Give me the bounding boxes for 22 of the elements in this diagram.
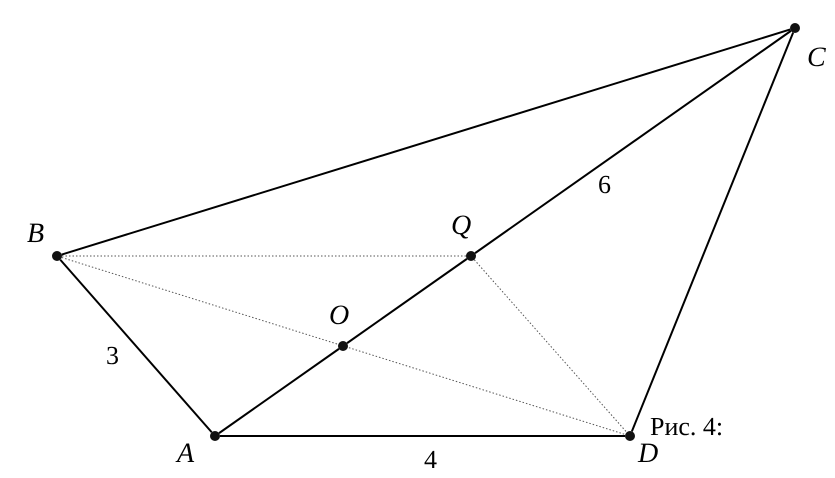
dotted-line [61,257,626,435]
point-label: B [27,220,44,248]
segment-line [630,32,794,432]
segment-line [220,435,625,437]
point-label: A [177,440,194,468]
segment-line [60,259,212,433]
point-label: D [638,440,658,468]
point-dot [210,431,220,441]
segment-line [474,30,792,254]
point-dot [790,23,800,33]
point-label: C [807,44,826,72]
figure-caption: Рис. 4: [650,414,724,440]
point-label: Q [451,212,472,240]
point-dot [338,341,348,351]
point-dot [625,431,635,441]
dotted-line [474,259,628,433]
point-dot [52,251,62,261]
point-dot [466,251,476,261]
segment-line [346,258,468,344]
segment-line [218,348,340,434]
segment-line [61,28,791,256]
point-label: O [329,302,350,330]
